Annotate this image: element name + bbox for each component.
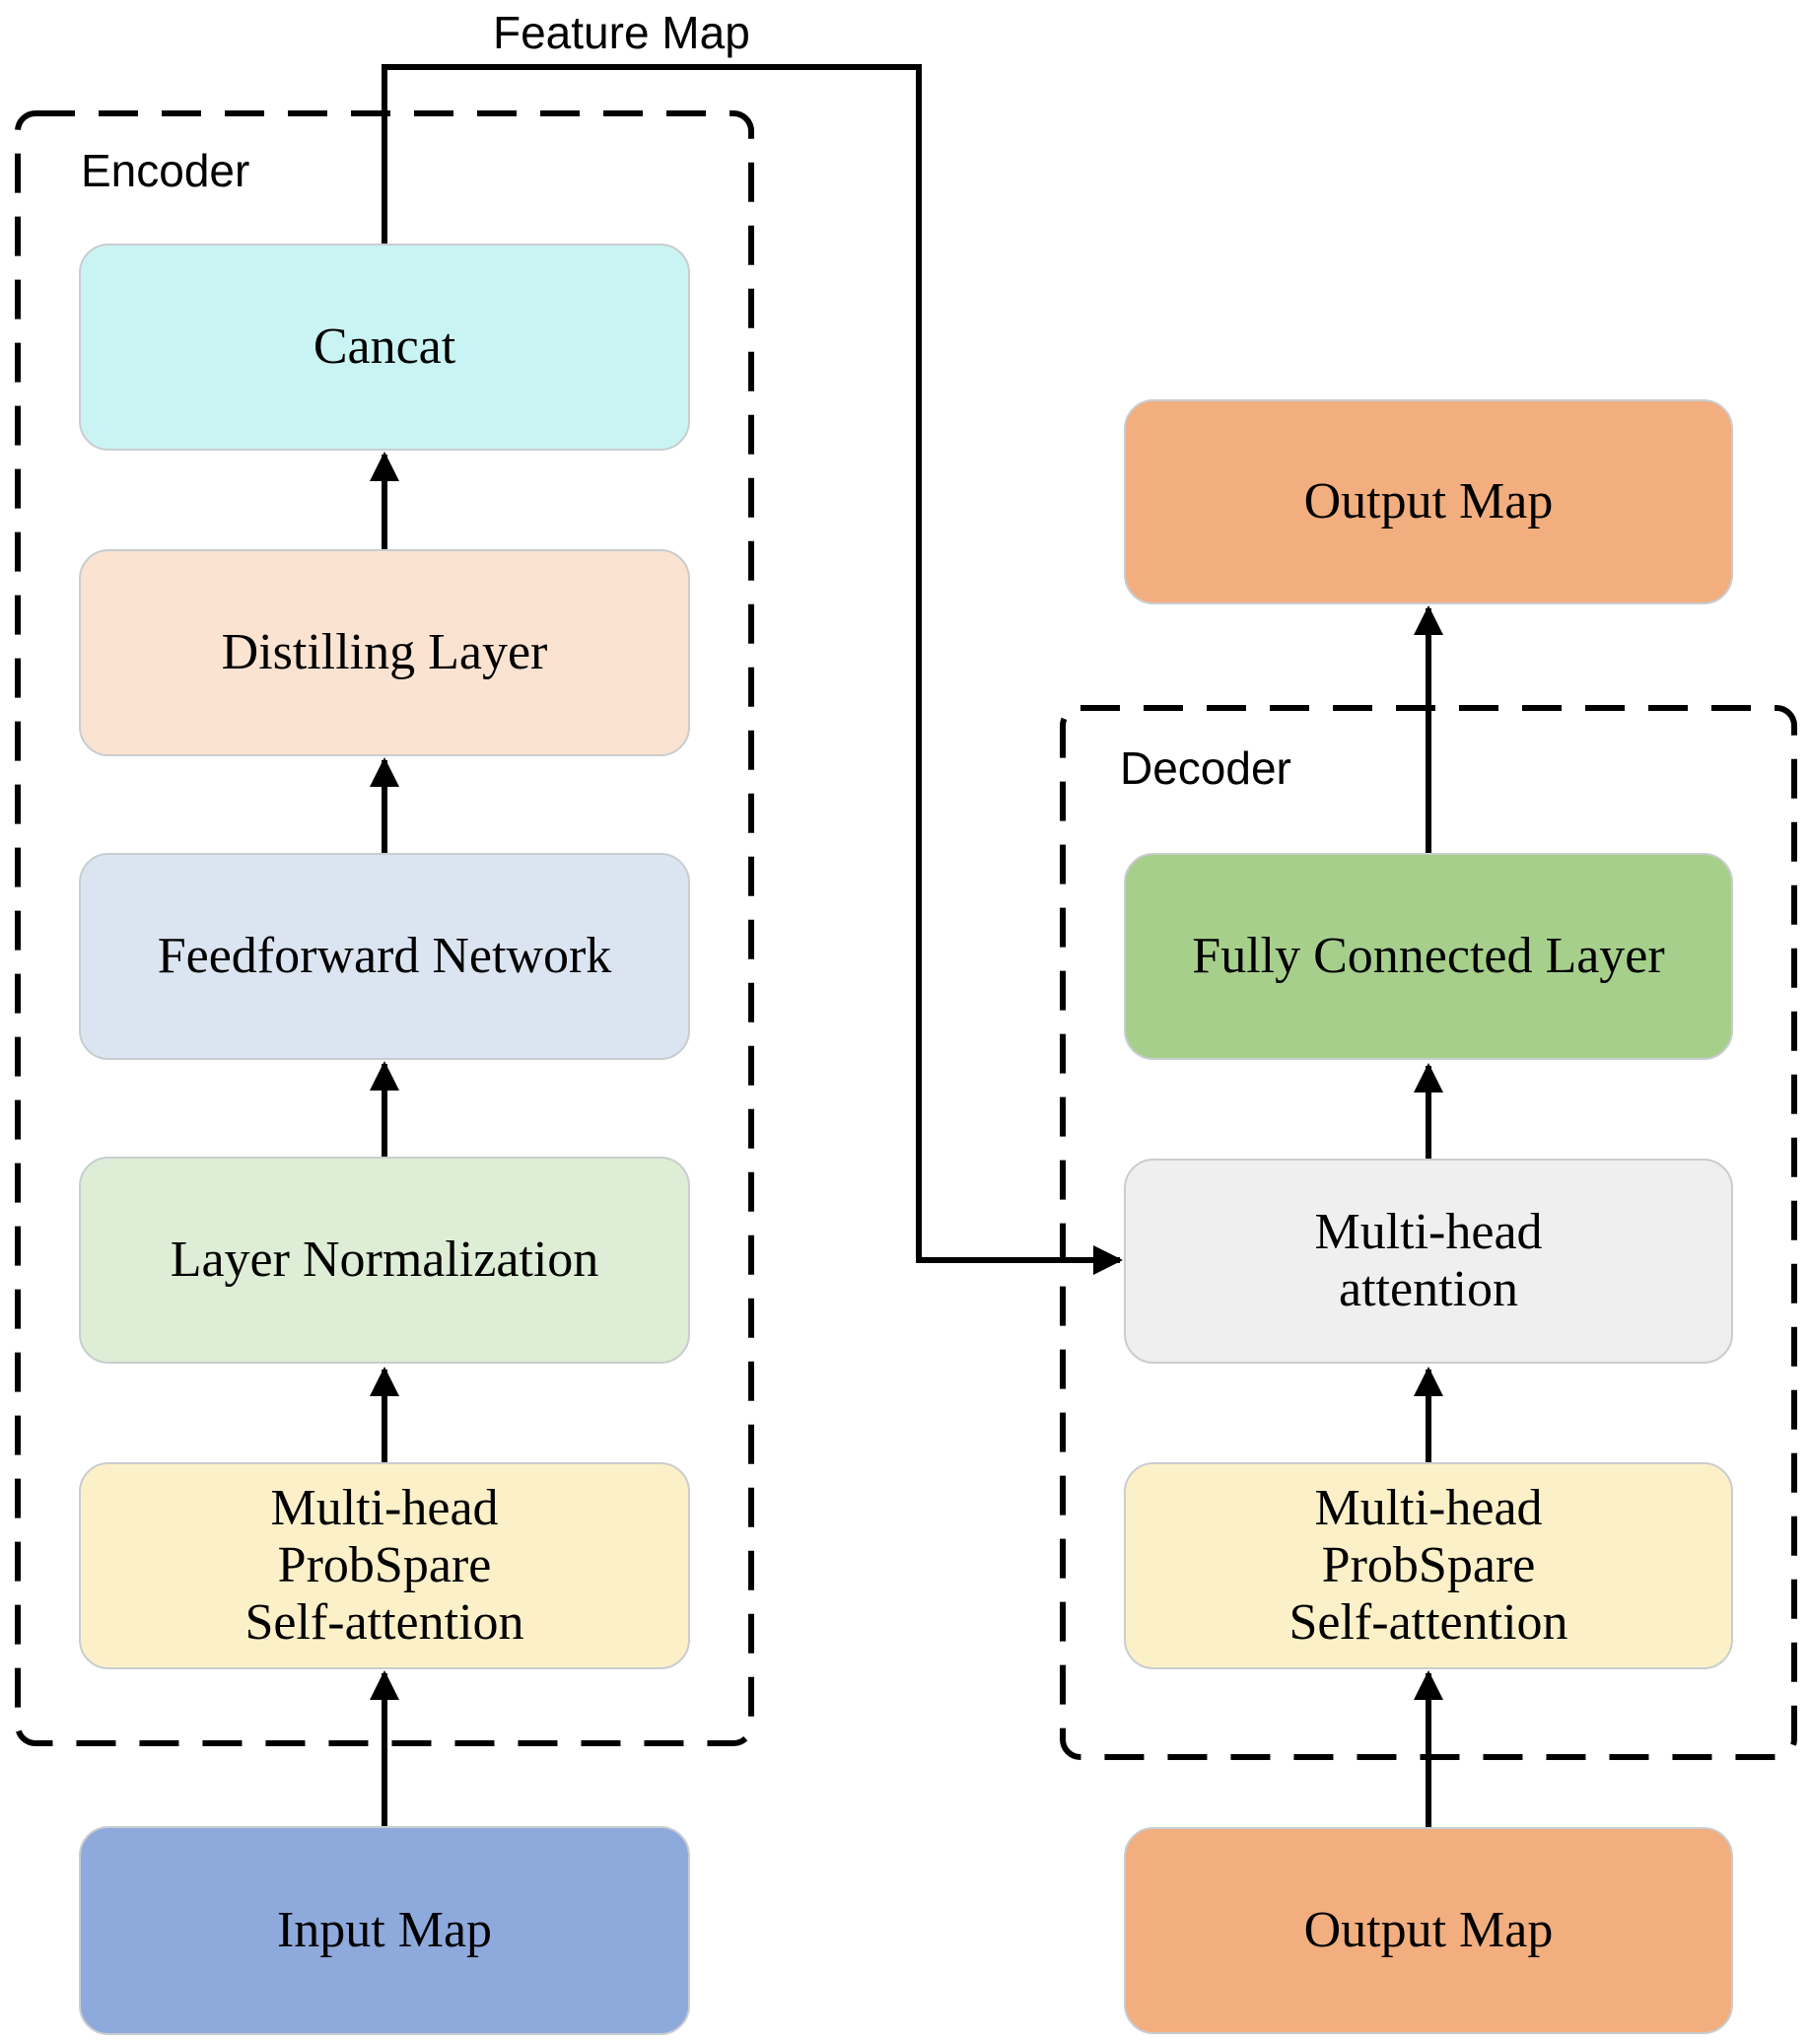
node-label: Multi-head ProbSpare Self-attention xyxy=(1288,1479,1568,1652)
node-output-map-bottom: Output Map xyxy=(1124,1827,1733,2034)
node-label: Input Map xyxy=(276,1901,493,1958)
node-input-map: Input Map xyxy=(79,1826,690,2035)
node-label: Distilling Layer xyxy=(221,623,548,680)
node-concat: Cancat xyxy=(79,244,690,451)
node-layer-normalization: Layer Normalization xyxy=(79,1157,690,1364)
node-label: Feedforward Network xyxy=(157,927,612,984)
node-label: Multi-head ProbSpare Self-attention xyxy=(244,1479,524,1652)
node-feedforward-network: Feedforward Network xyxy=(79,853,690,1060)
node-label: Output Map xyxy=(1303,472,1554,529)
node-label: Layer Normalization xyxy=(170,1231,599,1288)
feature-map-label: Feature Map xyxy=(493,7,750,58)
node-label: Cancat xyxy=(313,317,456,375)
encoder-label: Encoder xyxy=(81,145,250,196)
node-label: Multi-head attention xyxy=(1314,1203,1543,1317)
node-output-map-top: Output Map xyxy=(1124,399,1733,604)
node-label: Fully Connected Layer xyxy=(1192,927,1665,984)
node-encoder-probsparse-attention: Multi-head ProbSpare Self-attention xyxy=(79,1462,690,1669)
node-multi-head-attention: Multi-head attention xyxy=(1124,1159,1733,1364)
node-fully-connected-layer: Fully Connected Layer xyxy=(1124,853,1733,1060)
feature-map-connector xyxy=(382,64,1123,1275)
node-distilling-layer: Distilling Layer xyxy=(79,549,690,756)
decoder-label: Decoder xyxy=(1120,742,1291,794)
node-decoder-probsparse-attention: Multi-head ProbSpare Self-attention xyxy=(1124,1462,1733,1669)
node-label: Output Map xyxy=(1303,1901,1554,1958)
